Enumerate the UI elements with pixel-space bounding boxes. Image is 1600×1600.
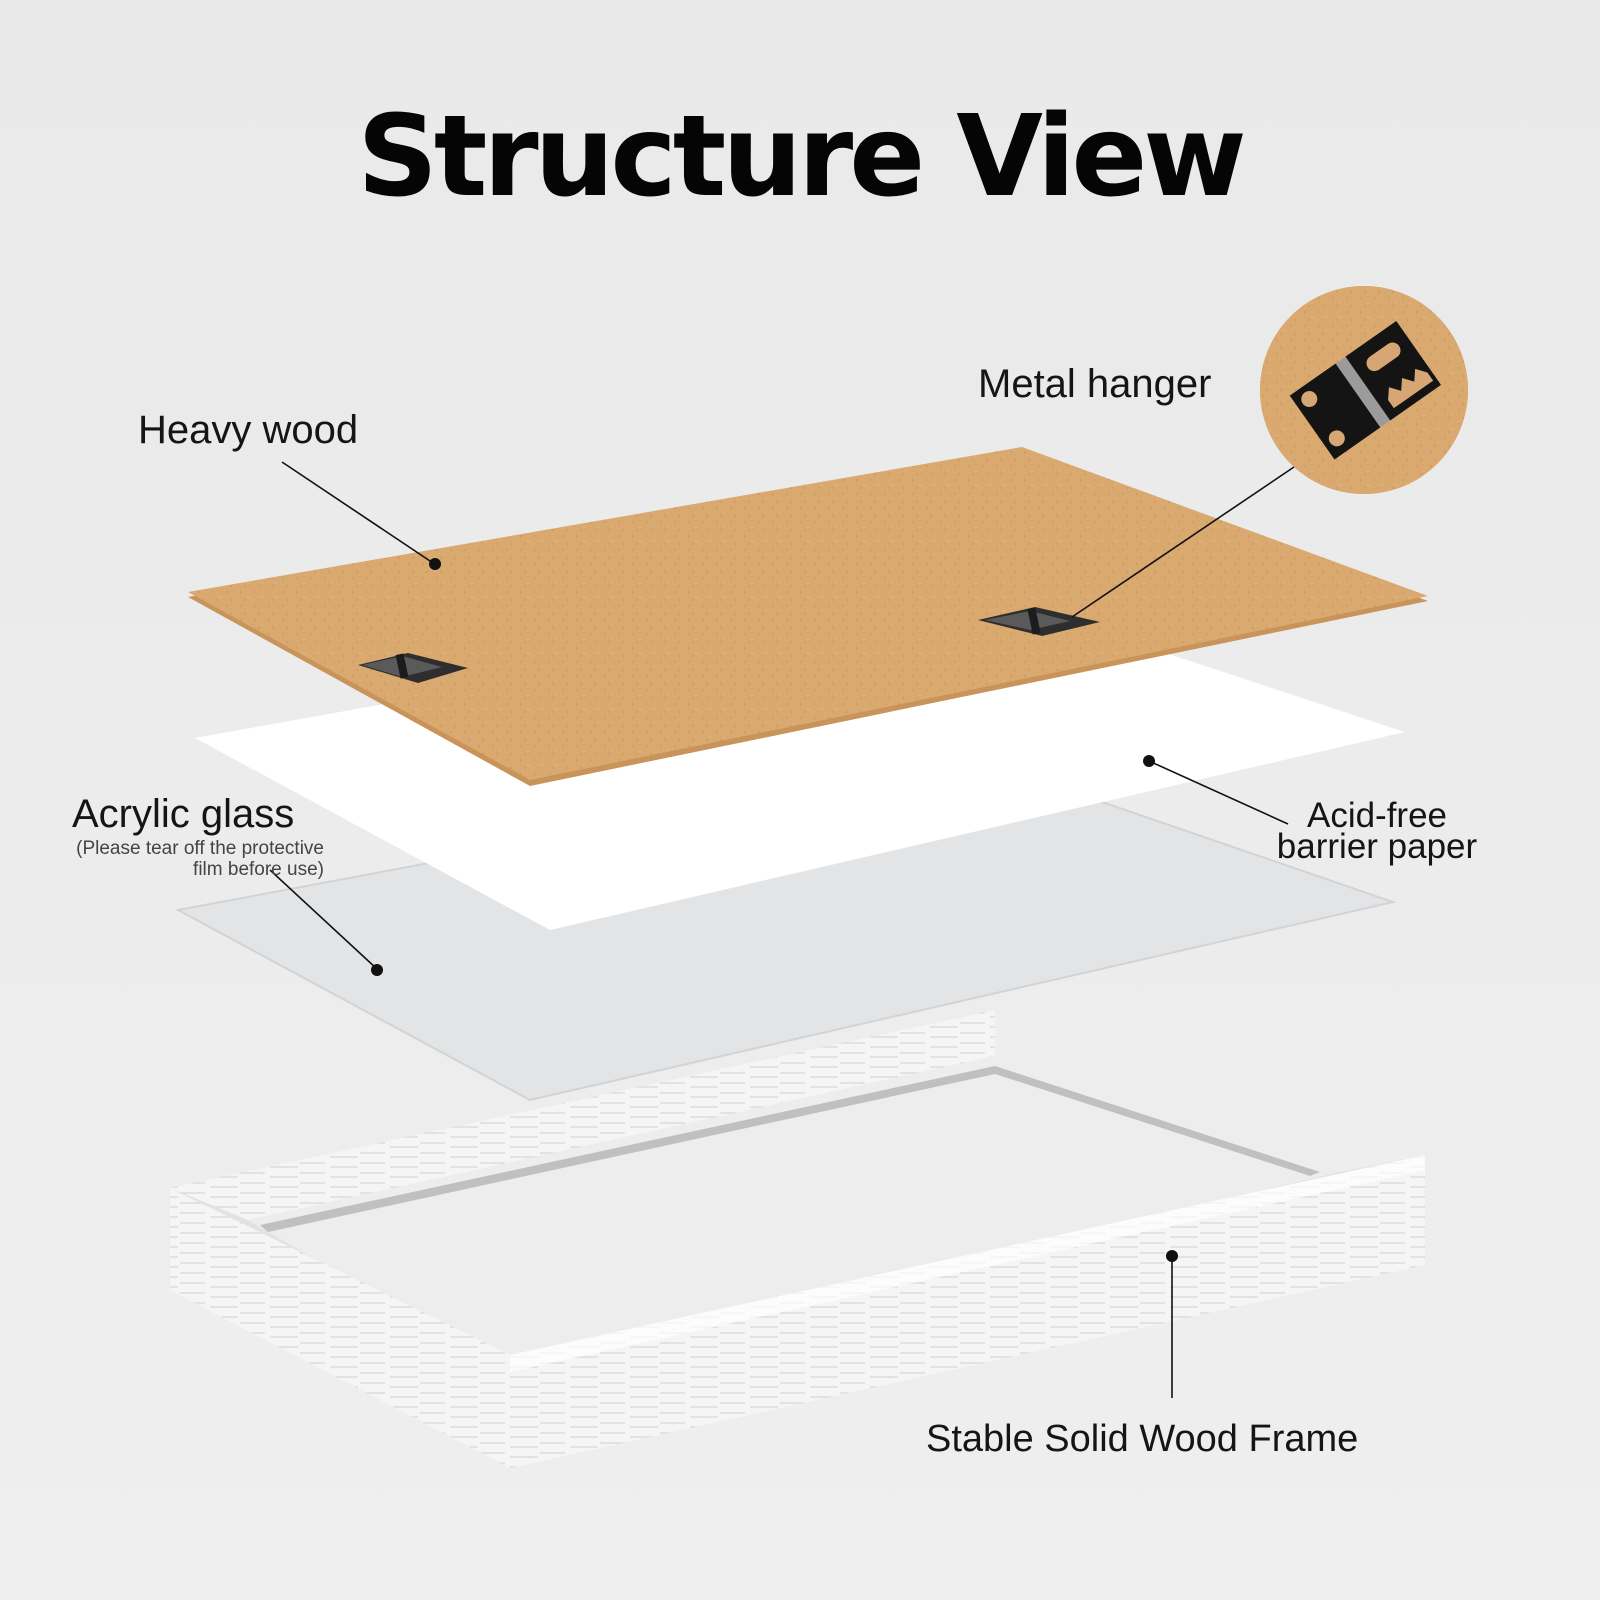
label-wood-frame: Stable Solid Wood Frame — [926, 1418, 1359, 1460]
note-acrylic-glass: (Please tear off the protective film bef… — [76, 838, 324, 880]
barrier-paper-sheet — [195, 595, 1405, 930]
hanger-right — [978, 607, 1100, 636]
leader-metal-hanger — [1071, 466, 1295, 618]
dot-heavy-wood — [429, 558, 441, 570]
label-heavy-wood: Heavy wood — [138, 408, 359, 452]
leader-acrylic — [269, 869, 378, 970]
leader-lines — [269, 461, 1295, 1398]
wood-frame — [170, 1010, 1425, 1468]
label-acid-free-paper: Acid-free barrier paper — [1276, 796, 1478, 866]
hanger-left — [358, 653, 468, 683]
hanger-icon — [1289, 321, 1442, 460]
label-acrylic-glass: Acrylic glass — [72, 792, 295, 836]
leader-acid-free — [1148, 760, 1289, 825]
hanger-closeup — [1260, 286, 1468, 494]
leader-dots — [371, 558, 1178, 1262]
leader-heavy-wood — [281, 461, 434, 564]
dot-frame — [1166, 1250, 1178, 1262]
dot-acrylic — [371, 964, 383, 976]
page-title: Structure View — [357, 92, 1247, 222]
dot-acid-free — [1143, 755, 1155, 767]
label-metal-hanger: Metal hanger — [978, 362, 1212, 406]
wood-backing-board — [188, 447, 1428, 786]
